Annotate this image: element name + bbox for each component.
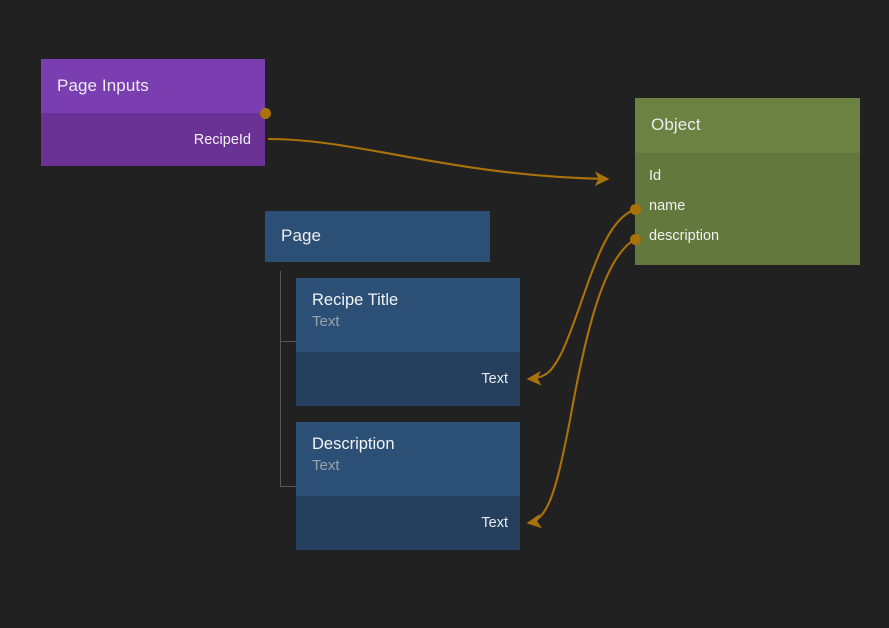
- node-recipe-title-body: Text: [296, 352, 520, 406]
- node-description-body: Text: [296, 496, 520, 550]
- tree-connector-vertical: [280, 271, 281, 487]
- port-row-recipeid[interactable]: RecipeId: [41, 113, 265, 166]
- node-object-header[interactable]: Object: [635, 98, 860, 153]
- node-object[interactable]: Object Id name description: [629, 98, 860, 265]
- node-page-header[interactable]: Page: [265, 211, 490, 262]
- node-page-inputs[interactable]: Page Inputs RecipeId: [41, 59, 271, 166]
- field-row-name[interactable]: name: [635, 191, 860, 221]
- tree-connector-stub-description: [280, 486, 296, 487]
- field-label-id: Id: [649, 168, 662, 184]
- tree-connector-stub-recipe-title: [280, 341, 296, 342]
- node-recipe-title-header[interactable]: Recipe Title Text: [296, 278, 520, 352]
- node-description[interactable]: Description Text Text: [296, 422, 520, 550]
- node-page-title: Page: [281, 226, 322, 246]
- edge-name-to-recipe-title: [526, 209, 635, 386]
- binding-row-description[interactable]: Text: [296, 496, 520, 550]
- node-recipe-title[interactable]: Recipe Title Text Text: [296, 278, 520, 406]
- node-page-inputs-title: Page Inputs: [57, 75, 149, 95]
- field-row-description[interactable]: description: [635, 221, 860, 251]
- input-port-name[interactable]: [629, 203, 641, 215]
- node-page[interactable]: Page: [265, 211, 490, 262]
- node-description-label: Description: [312, 435, 395, 453]
- field-row-id[interactable]: Id: [635, 161, 860, 191]
- node-description-subtitle: Text: [312, 456, 340, 474]
- edge-recipeid-to-id: [267, 137, 610, 187]
- binding-label-recipe-title: Text: [481, 371, 508, 387]
- node-object-body: Id name description: [635, 153, 860, 265]
- port-label-recipeid: RecipeId: [193, 131, 251, 148]
- input-port-description[interactable]: [629, 233, 641, 245]
- node-description-header[interactable]: Description Text: [296, 422, 520, 496]
- node-object-title: Object: [651, 115, 701, 135]
- output-port-recipeid[interactable]: [259, 107, 271, 119]
- node-recipe-title-subtitle: Text: [312, 312, 340, 330]
- node-page-inputs-header[interactable]: Page Inputs: [41, 59, 265, 113]
- node-page-inputs-body: RecipeId: [41, 113, 265, 166]
- edge-description-to-description-text: [526, 239, 635, 529]
- field-label-description: description: [649, 228, 720, 244]
- field-label-name: name: [649, 198, 686, 214]
- binding-label-description: Text: [481, 515, 508, 531]
- binding-row-recipe-title[interactable]: Text: [296, 352, 520, 406]
- node-recipe-title-label: Recipe Title: [312, 291, 399, 309]
